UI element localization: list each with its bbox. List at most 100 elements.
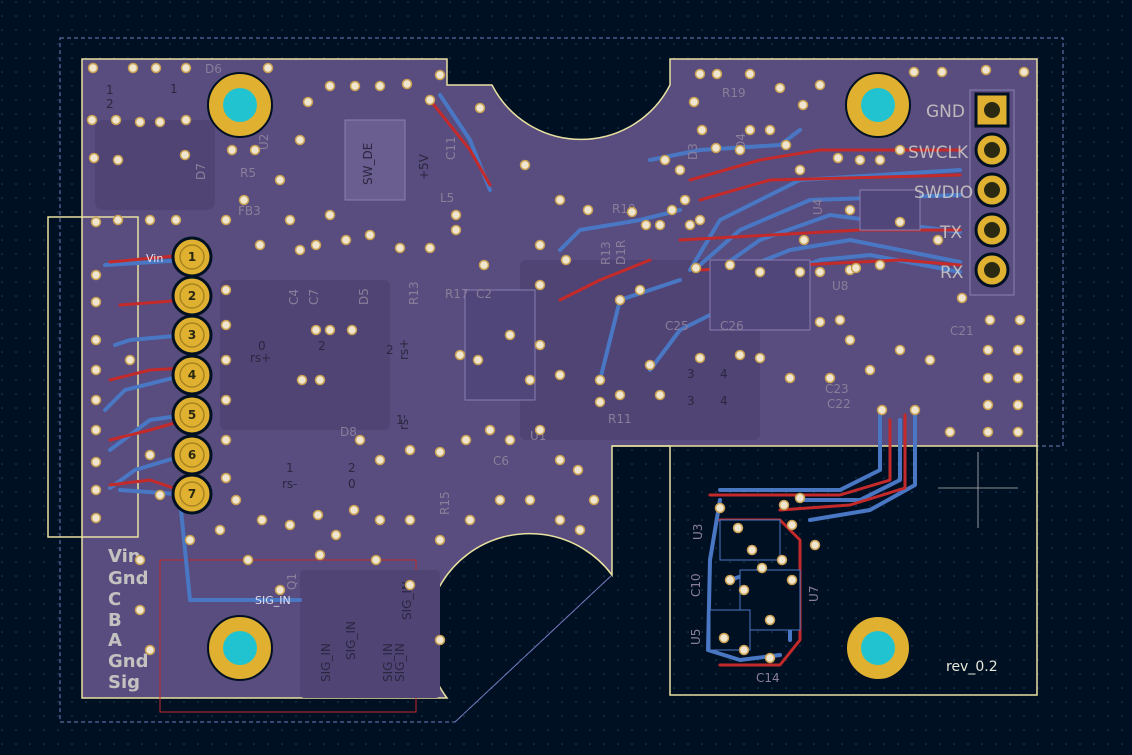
via: [220, 394, 232, 406]
via: [594, 396, 606, 408]
via: [684, 219, 696, 231]
rs-minus-label: rs-: [282, 477, 298, 491]
via: [710, 142, 722, 154]
via: [474, 102, 486, 114]
via: [484, 424, 496, 436]
via: [330, 529, 342, 541]
via: [572, 464, 584, 476]
via: [809, 539, 821, 551]
via: [560, 254, 572, 266]
right-header-label: SWCLK: [908, 143, 969, 163]
via: [908, 66, 920, 78]
via: [984, 314, 996, 326]
via: [179, 149, 191, 161]
via: [312, 509, 324, 521]
via: [90, 216, 102, 228]
via: [778, 499, 790, 511]
via: [450, 209, 462, 221]
via: [374, 514, 386, 526]
left-header-pin: 5: [171, 394, 213, 436]
designator: C11: [444, 136, 458, 160]
left-header-pin: 6: [171, 434, 213, 476]
designator: FB3: [238, 204, 261, 218]
via: [86, 114, 98, 126]
via: [354, 434, 366, 446]
pad-value: 1: [396, 413, 404, 427]
pad-value: 4: [720, 394, 728, 408]
via: [472, 354, 484, 366]
sw-de-label: SW_DE: [361, 143, 375, 185]
via: [894, 216, 906, 228]
designator: R15: [438, 491, 452, 515]
via: [666, 204, 678, 216]
via: [834, 314, 846, 326]
via: [454, 349, 466, 361]
via: [134, 554, 146, 566]
via: [694, 214, 706, 226]
left-header: 1 2 3 4 5 6 7: [146, 236, 213, 515]
via: [982, 372, 994, 384]
via: [90, 456, 102, 468]
pad-value: 4: [720, 367, 728, 381]
via: [640, 219, 652, 231]
via: [249, 144, 261, 156]
via: [936, 66, 948, 78]
via: [876, 404, 888, 416]
designator: C6: [493, 454, 509, 468]
via: [1012, 426, 1024, 438]
via: [494, 494, 506, 506]
via: [982, 426, 994, 438]
via: [711, 68, 723, 80]
via: [90, 394, 102, 406]
pad-value: 2: [386, 343, 394, 357]
via: [534, 339, 546, 351]
pin-number: 2: [188, 289, 196, 303]
designator: C14: [756, 671, 780, 685]
via: [814, 316, 826, 328]
via: [254, 239, 266, 251]
designator: D8: [340, 425, 357, 439]
via: [220, 472, 232, 484]
via: [274, 584, 286, 596]
via: [220, 354, 232, 366]
via: [734, 144, 746, 156]
designator: C7: [307, 289, 321, 305]
via: [794, 164, 806, 176]
via: [144, 449, 156, 461]
via: [424, 242, 436, 254]
legend-item: Vin: [108, 546, 141, 567]
via: [694, 352, 706, 364]
via: [980, 64, 992, 76]
designator: R5: [240, 166, 256, 180]
designator: U3: [691, 524, 705, 540]
via: [374, 80, 386, 92]
pad-values: 1 2 0 2 1 0 1 2 1 2 3 4 3 4: [106, 82, 728, 491]
via: [534, 239, 546, 251]
designator: D5: [357, 288, 371, 305]
via: [614, 294, 626, 306]
left-header-pin: 1: [171, 236, 213, 278]
via: [226, 144, 238, 156]
via: [764, 652, 776, 664]
via: [694, 68, 706, 80]
left-connector-outline: [47, 216, 139, 538]
sig-in-trace-label: SIG_IN: [255, 594, 291, 607]
via: [302, 96, 314, 108]
via: [348, 504, 360, 516]
via: [534, 424, 546, 436]
pin-number: 5: [188, 408, 196, 422]
right-header-pin: [974, 212, 1010, 248]
via: [786, 519, 798, 531]
via: [644, 359, 656, 371]
via: [424, 94, 436, 106]
right-header-label: RX: [940, 263, 964, 283]
via: [674, 164, 686, 176]
rs-minus-label: rs-: [397, 414, 411, 430]
designator: D6: [205, 62, 222, 76]
via: [1014, 314, 1026, 326]
via: [349, 80, 361, 92]
via: [184, 534, 196, 546]
via: [764, 614, 776, 626]
via: [714, 502, 726, 514]
